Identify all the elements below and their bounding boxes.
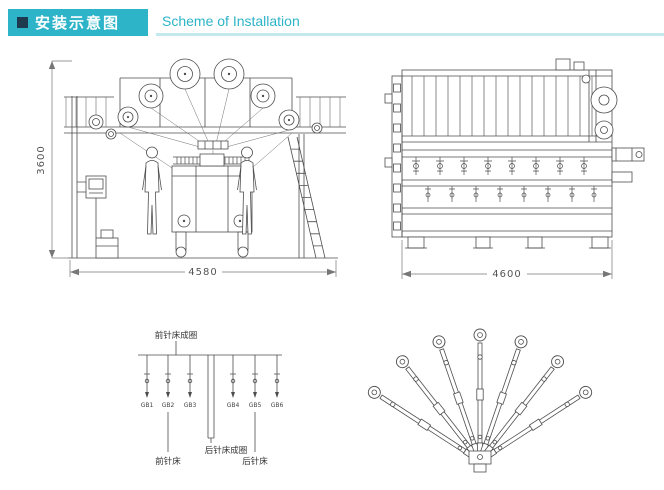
side-view-drawing: 4600: [384, 58, 645, 280]
threading-diagram: 前针床成圈 GB1 GB2 GB3 GB4 GB5 GB6 后针床成圈 前针床 …: [138, 330, 283, 467]
front-height-dimension: 3600: [36, 145, 47, 174]
guide-bar-label: GB2: [162, 402, 175, 409]
side-width-dimension: 4600: [492, 269, 521, 280]
header: 安装示意图 Scheme of Installation: [8, 9, 664, 36]
guide-bar-label: GB1: [141, 402, 154, 409]
front-view-drawing: 3600 4580: [36, 58, 346, 278]
page-title-en: Scheme of Installation: [162, 13, 300, 29]
title-block: 安装示意图: [8, 9, 148, 36]
guide-bar-label: GB3: [184, 402, 197, 409]
guide-bar-label: GB6: [271, 402, 284, 409]
front-needle-bed-label: 前针床: [155, 456, 181, 467]
header-rule: [156, 33, 664, 36]
guide-bar-label: GB4: [227, 402, 240, 409]
operator-figure-right: [237, 146, 257, 235]
back-bed-looping-label: 后针床成圈: [205, 445, 248, 456]
operator-figure-left: [142, 146, 162, 235]
title-bullet-icon: [17, 17, 28, 28]
guide-bar-fan: [365, 328, 595, 473]
front-width-dimension: 4580: [188, 267, 217, 278]
front-bed-looping-label: 前针床成圈: [155, 330, 198, 341]
back-needle-bed-label: 后针床: [242, 456, 268, 467]
page-title-cn: 安装示意图: [35, 15, 121, 32]
guide-bar-label: GB5: [249, 402, 262, 409]
